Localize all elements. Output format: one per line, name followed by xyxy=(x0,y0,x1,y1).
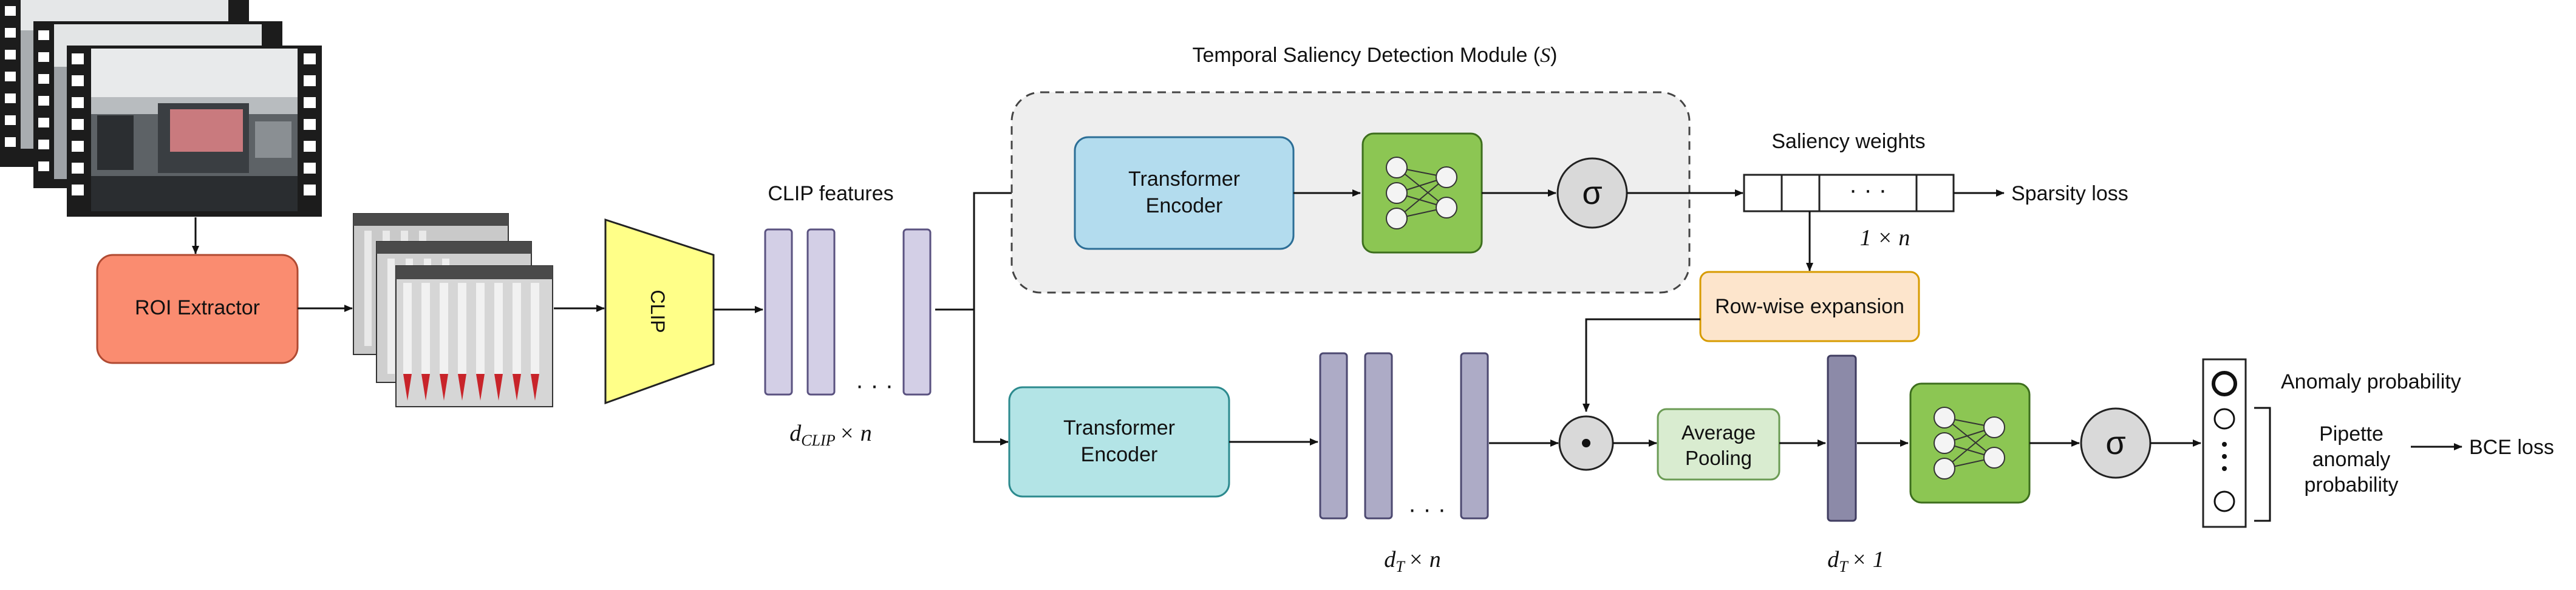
clip-label: CLIP xyxy=(647,290,669,333)
mlp-node xyxy=(1386,157,1408,178)
mlp-node xyxy=(1934,458,1955,480)
saliency-weights-label: Saliency weights xyxy=(1771,130,1925,153)
transformer-feature-bars xyxy=(1319,352,1489,520)
anomaly-probability-label: Anomaly probability xyxy=(2281,370,2461,393)
transformer-feature-bar xyxy=(1364,352,1393,520)
clip-feature-bar xyxy=(806,228,836,396)
pipette-label-line3: probability xyxy=(2305,473,2399,497)
multiply-dot-symbol xyxy=(1582,439,1590,447)
roi-crops-stack xyxy=(353,213,553,407)
mlp-node xyxy=(1983,447,2005,469)
probability-node xyxy=(2213,408,2235,430)
saliency-weights-dim: 1 × n xyxy=(1860,225,1910,251)
sigma-symbol-top: σ xyxy=(1582,175,1602,211)
transformer-features-ellipsis: · · · xyxy=(1408,496,1446,523)
vdots-dot xyxy=(2222,454,2227,459)
probability-node xyxy=(2213,490,2235,512)
average-pooling-block: Average Pooling xyxy=(1657,408,1780,481)
mlp-node xyxy=(1386,182,1408,204)
vdots-dot xyxy=(2222,466,2227,471)
transformer-feature-bar xyxy=(1460,352,1489,520)
arrow-row-expansion-to-multiply xyxy=(1583,318,1700,412)
mlp-top xyxy=(1361,132,1483,254)
clip-features-dim: dCLIP× n xyxy=(789,421,872,449)
mlp-node xyxy=(1436,166,1457,188)
pipette-label-line1: Pipette xyxy=(2319,422,2383,446)
probability-bracket xyxy=(2254,407,2271,522)
row-wise-expansion-label: Row-wise expansion xyxy=(1715,295,1904,318)
sigma-symbol-bottom: σ xyxy=(2105,425,2125,461)
row-wise-expansion-block: Row-wise expansion xyxy=(1699,271,1920,342)
transformer-encoder-top: Transformer Encoder xyxy=(1074,136,1295,250)
clip-features-label: CLIP features xyxy=(768,182,893,205)
elementwise-multiply-node xyxy=(1558,415,1614,471)
mlp-node xyxy=(1386,208,1408,229)
vdots-dot xyxy=(2222,442,2227,447)
mlp-node xyxy=(1436,197,1457,219)
mlp-node xyxy=(1934,407,1955,429)
mlp-bottom xyxy=(1909,382,2031,504)
transformer-encoder-bottom: Transformer Encoder xyxy=(1008,386,1230,498)
video-frames xyxy=(0,0,322,217)
probability-node-highlighted xyxy=(2212,371,2237,396)
transformer-top-label-line2: Encoder xyxy=(1146,194,1223,217)
anomaly-probability-vector xyxy=(2202,358,2247,528)
transformer-bottom-label-line1: Transformer xyxy=(1063,416,1175,439)
saliency-weights-ellipsis: · · · xyxy=(1849,177,1887,203)
mlp-node xyxy=(1983,416,2005,438)
film-frame-front xyxy=(5,6,322,217)
arrow-features-to-bottom-transformer xyxy=(973,310,1009,446)
mlp-node xyxy=(1934,432,1955,454)
roi-crop-3 xyxy=(395,265,553,407)
transformer-top-label-line1: Transformer xyxy=(1128,168,1240,191)
clip-feature-bars xyxy=(764,228,932,396)
clip-feature-bar xyxy=(902,228,932,396)
pooled-feature-bar xyxy=(1827,354,1857,522)
clip-features-ellipsis: · · · xyxy=(856,372,893,399)
sigmoid-node-bottom: σ xyxy=(2080,407,2152,479)
transformer-bottom-label-line2: Encoder xyxy=(1081,443,1158,466)
clip-feature-bar xyxy=(764,228,793,396)
sparsity-loss-label: Sparsity loss xyxy=(2011,182,2128,205)
pipette-label-line2: anomaly xyxy=(2312,448,2391,471)
avg-pool-label-line2: Pooling xyxy=(1685,447,1752,469)
avg-pool-label-line1: Average xyxy=(1682,421,1756,444)
pooled-feature-dim: dT× 1 xyxy=(1827,547,1884,575)
sigmoid-node-top: σ xyxy=(1556,157,1628,229)
temporal-saliency-module: Temporal Saliency Detection Module (S) T… xyxy=(1010,44,1691,294)
roi-extractor-block: ROI Extractor xyxy=(96,254,299,364)
transformer-features-dim: dT× n xyxy=(1384,547,1441,575)
clip-encoder-block: CLIP xyxy=(604,218,715,405)
module-title: Temporal Saliency Detection Module (S) xyxy=(1193,44,1558,67)
bce-loss-label: BCE loss xyxy=(2469,436,2554,459)
roi-extractor-label: ROI Extractor xyxy=(135,296,260,319)
film-sprocket-holes xyxy=(72,53,316,195)
transformer-feature-bar xyxy=(1319,352,1348,520)
saliency-weights-vector: · · · xyxy=(1743,174,1955,212)
